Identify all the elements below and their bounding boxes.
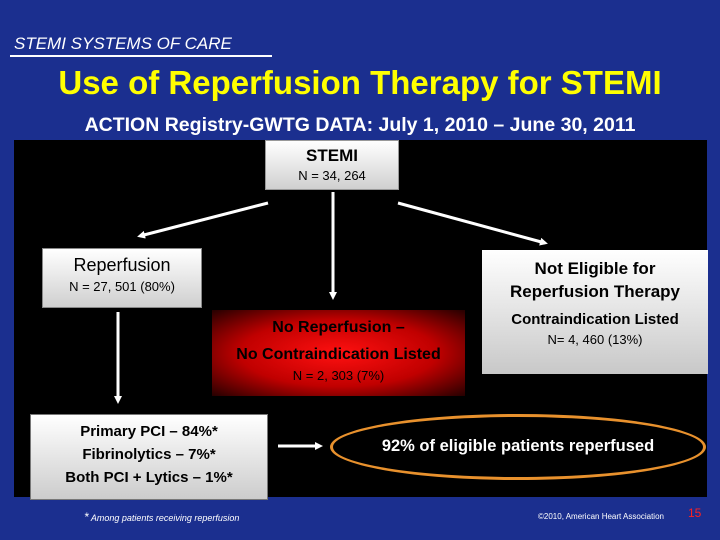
slide-subtitle: ACTION Registry-GWTG DATA: July 1, 2010 …	[84, 114, 636, 136]
section-label: STEMI SYSTEMS OF CARE	[14, 34, 232, 53]
no-reperfusion-box: No Reperfusion – No Contraindication Lis…	[212, 310, 465, 396]
not-eligible-line2: Reperfusion Therapy	[509, 282, 681, 301]
footnote: * Among patients receiving reperfusion	[84, 510, 239, 524]
reperfusion-label: Reperfusion	[73, 255, 171, 275]
treatment-box: Primary PCI – 84%* Fibrinolytics – 7%* B…	[30, 414, 268, 500]
slide-title: Use of Reperfusion Therapy for STEMI	[58, 64, 662, 101]
page-number: 15	[688, 506, 702, 520]
section-rule	[10, 55, 272, 57]
highlight-oval	[330, 414, 706, 480]
footnote-marker: *	[84, 510, 89, 524]
stemi-count: N = 34, 264	[298, 168, 366, 183]
no-reperfusion-label: No Reperfusion –	[272, 319, 405, 336]
not-eligible-count: N= 4, 460 (13%)	[547, 332, 643, 347]
no-reperfusion-sublabel: No Contraindication Listed	[236, 346, 441, 363]
copyright: ©2010, American Heart Association	[538, 512, 664, 521]
stemi-label: STEMI	[306, 146, 358, 165]
treatment-pci: Primary PCI – 84%*	[80, 423, 218, 440]
treatment-both: Both PCI + Lytics – 1%*	[65, 469, 233, 486]
stemi-box: STEMI N = 34, 264	[265, 140, 399, 190]
not-eligible-box: Not Eligible for Reperfusion Therapy Con…	[482, 250, 708, 374]
treatment-fibrinolytics: Fibrinolytics – 7%*	[82, 446, 216, 463]
reperfusion-count: N = 27, 501 (80%)	[69, 279, 175, 294]
footnote-text: Among patients receiving reperfusion	[90, 513, 240, 523]
arrow-to-not-eligible	[397, 201, 548, 246]
not-eligible-line1: Not Eligible for	[534, 259, 656, 278]
arrow-to-reperfusion	[137, 201, 269, 239]
reperfusion-box: Reperfusion N = 27, 501 (80%)	[42, 248, 202, 308]
highlight-text: 92% of eligible patients reperfused	[381, 437, 655, 455]
no-reperfusion-count: N = 2, 303 (7%)	[292, 368, 385, 383]
not-eligible-line3: Contraindication Listed	[511, 311, 679, 328]
